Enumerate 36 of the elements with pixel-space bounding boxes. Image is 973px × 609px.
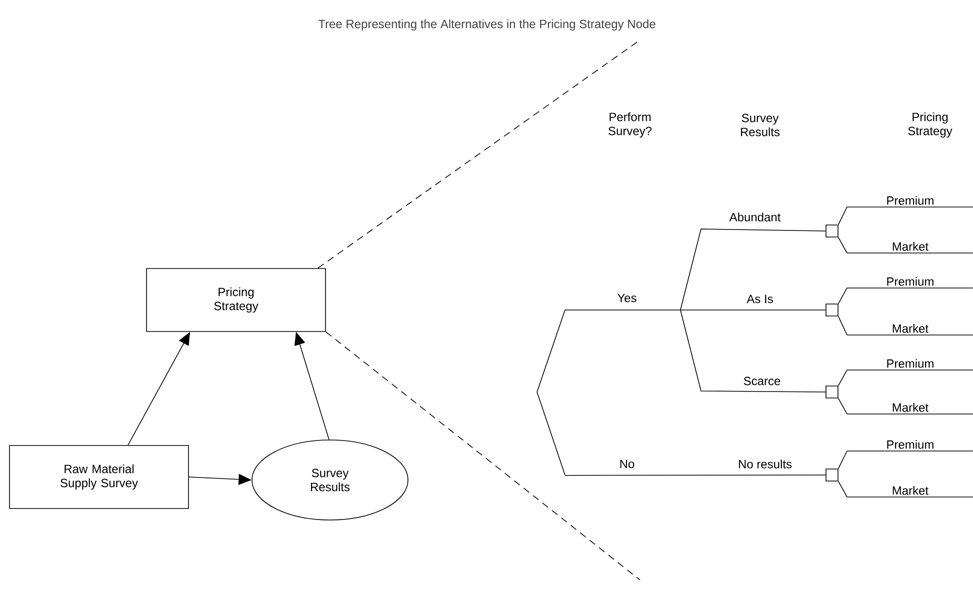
branch-label: Market [846, 242, 973, 254]
branch-label: No [620, 460, 634, 468]
connector-line [680, 310, 826, 392]
branch-label: Premium [846, 196, 973, 208]
column-header: Pricing Strategy [908, 112, 952, 138]
connector-line [838, 370, 848, 386]
connector-line [838, 316, 848, 336]
diagram-title: Tree Representing the Alternatives in the Pricing Strategy Node [318, 19, 656, 31]
edge-label: Scarce [744, 376, 780, 386]
connector-line [564, 474, 826, 476]
column-header: Perform Survey? [608, 112, 652, 138]
decision-tree-drawing [536, 310, 681, 476]
connector-line [838, 237, 848, 254]
decision-square [826, 224, 838, 238]
connector-line [838, 206, 848, 225]
connector-line [838, 398, 848, 414]
dashed-line [326, 332, 640, 580]
branch-label: Premium [846, 359, 973, 370]
edge-label: As Is [746, 294, 773, 304]
column-header: Survey Results [741, 114, 780, 136]
connector-line [838, 450, 848, 469]
process-box: Raw Material Supply Survey [9, 445, 189, 509]
branch-label: Market [846, 324, 973, 336]
branch-label: Premium [846, 277, 973, 288]
branch-label: Market [846, 486, 973, 498]
edge-label: Abundant [729, 212, 781, 222]
decision-square [826, 304, 838, 316]
decision-square [826, 468, 838, 482]
branch-label: Premium [846, 440, 973, 452]
branch-label: Market [846, 402, 973, 414]
connector-line [838, 481, 848, 498]
decision-square [826, 386, 838, 398]
edge-label: No results [738, 460, 792, 468]
connector-line [838, 288, 848, 304]
connector-line [680, 228, 826, 310]
process-box: Pricing Strategy [146, 268, 326, 332]
